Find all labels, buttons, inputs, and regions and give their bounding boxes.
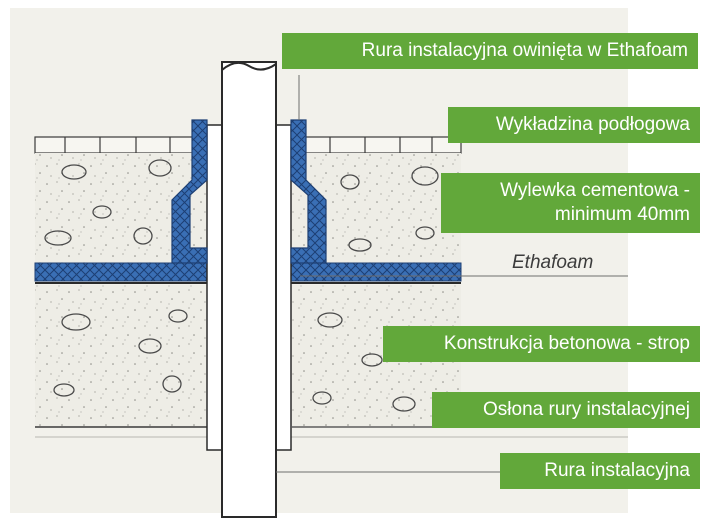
label-screed: Wylewka cementowa - minimum 40mm [441, 173, 700, 233]
slab-aggregate [53, 309, 416, 412]
label-screed-line2: minimum 40mm [554, 204, 690, 225]
label-ethafoam: Ethafoam [512, 252, 593, 274]
foam-collar-left [171, 119, 208, 264]
label-pipe-sleeve-text: Osłona rury instalacyjnej [483, 399, 690, 420]
label-ethafoam-text: Ethafoam [512, 252, 594, 273]
label-screed-line1: Wylewka cementowa - [500, 180, 690, 201]
pipe [221, 61, 277, 518]
label-pipe-sleeve: Osłona rury instalacyjnej [432, 392, 700, 428]
label-concrete-slab: Konstrukcja betonowa - strop [383, 326, 700, 362]
label-floor-covering: Wykładzina podłogowa [448, 107, 700, 143]
label-pipe-wrapped: Rura instalacyjna owinięta w Ethafoam [282, 33, 698, 69]
label-concrete-slab-text: Konstrukcja betonowa - strop [443, 333, 690, 354]
label-floor-covering-text: Wykładzina podłogowa [495, 114, 690, 135]
foam-collar-right [290, 119, 327, 264]
label-pipe: Rura instalacyjna [500, 453, 700, 489]
label-pipe-wrapped-text: Rura instalacyjna owinięta w Ethafoam [361, 40, 688, 61]
ethafoam-layer-right [284, 262, 462, 282]
label-pipe-text: Rura instalacyjna [544, 460, 690, 481]
screed-aggregate [44, 159, 439, 252]
ethafoam-layer-left [34, 262, 216, 282]
